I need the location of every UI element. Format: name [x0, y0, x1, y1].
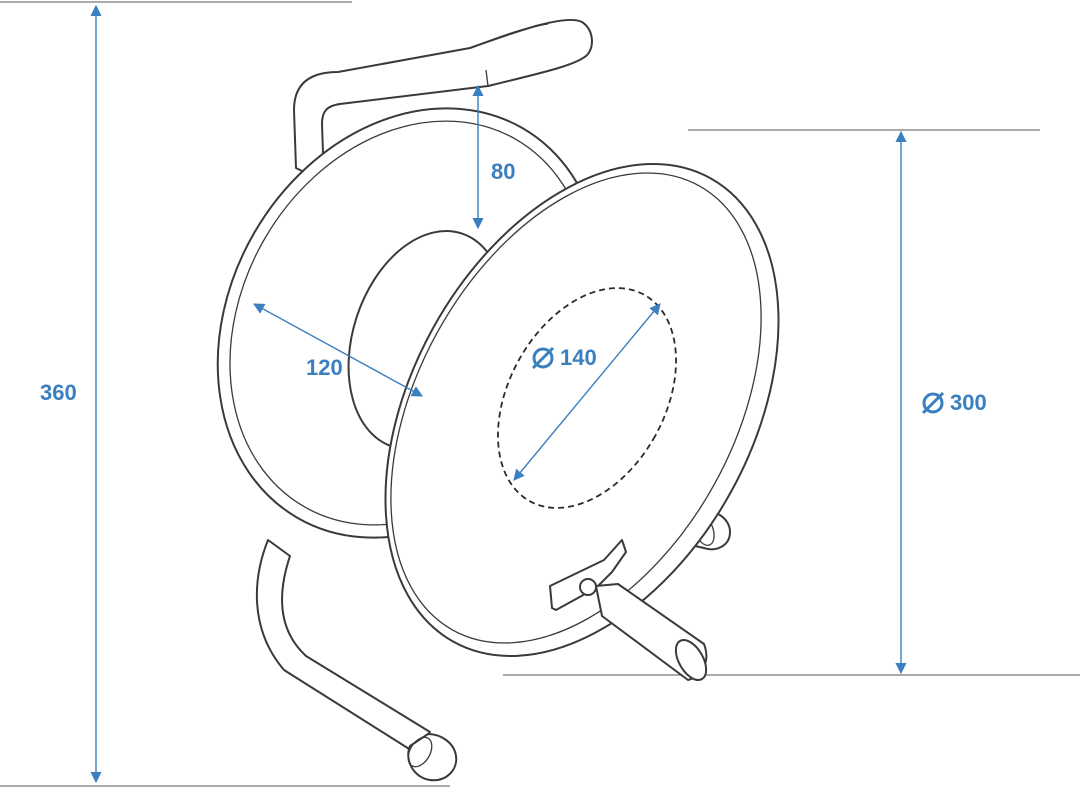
crank-bracket: [549, 539, 627, 611]
dim-line-140: [513, 303, 661, 481]
diameter-icon: [921, 391, 945, 415]
dimension-value-120: 120: [306, 355, 343, 380]
crank-handle: [595, 583, 708, 681]
dim-line-120: [253, 303, 423, 397]
diameter-icon: [531, 346, 555, 370]
dimension-label-300: 300: [920, 390, 987, 416]
dimension-label-140: 140: [530, 345, 597, 371]
dimension-value-140: 140: [560, 345, 597, 370]
frame-handle: [293, 18, 593, 183]
dimension-value-300: 300: [950, 390, 987, 415]
dimension-lines: [90, 4, 907, 784]
dimension-label-120: 120: [306, 355, 343, 381]
dimension-value-80: 80: [491, 159, 516, 184]
dimension-value-360: 360: [40, 380, 77, 405]
dimension-label-80: 80: [491, 159, 515, 185]
dimension-label-360: 360: [40, 380, 77, 406]
foot-cap: [407, 733, 458, 782]
